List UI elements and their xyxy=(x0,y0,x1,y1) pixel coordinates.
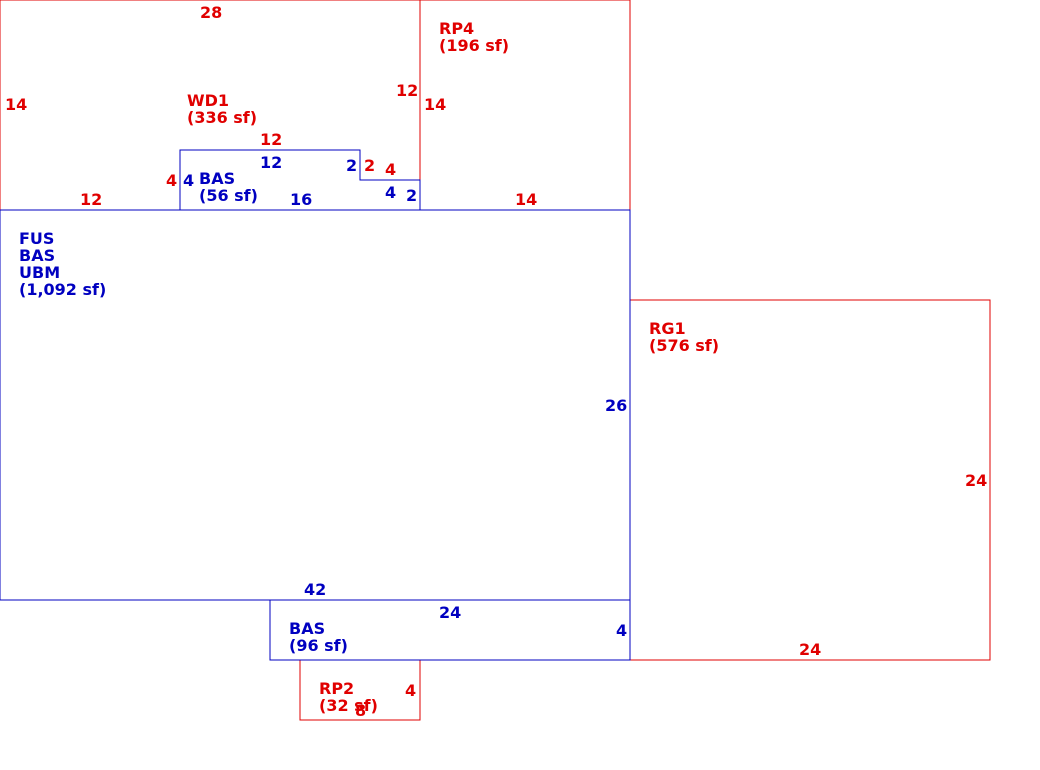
rp4-bottom-dim: 14 xyxy=(515,190,537,209)
wd1-step-right-dim: 2 xyxy=(364,156,375,175)
wd1-step-left-dim: 4 xyxy=(166,171,177,190)
rp4-left-dim: 14 xyxy=(424,95,446,114)
bas-small-right-dim: 2 xyxy=(406,186,417,205)
bas-small-area: (56 sf) xyxy=(199,186,258,205)
rp2-code: RP2 xyxy=(319,679,354,698)
main-bottom-dim: 42 xyxy=(304,580,326,599)
rg1-area: (576 sf) xyxy=(649,336,719,355)
main-area: (1,092 sf) xyxy=(19,280,106,299)
bas-bottom-code: BAS xyxy=(289,619,325,638)
bas-small-inner-bottom-dim: 4 xyxy=(385,183,396,202)
wd1-bottom-left-dim: 12 xyxy=(80,190,102,209)
main-line3: UBM xyxy=(19,263,60,282)
bas-small-code: BAS xyxy=(199,169,235,188)
bas-small-step-dim: 2 xyxy=(346,156,357,175)
main-line2: BAS xyxy=(19,246,55,265)
rg1-right-dim: 24 xyxy=(965,471,987,490)
wd1-step-top-dim: 12 xyxy=(260,130,282,149)
main-right-dim: 26 xyxy=(605,396,627,415)
bas-small-top-dim: 12 xyxy=(260,153,282,172)
rp2-right-dim: 4 xyxy=(405,681,416,700)
wd1-right-dim: 12 xyxy=(396,81,418,100)
main-line1: FUS xyxy=(19,229,54,248)
rg1-bottom-dim: 24 xyxy=(799,640,821,659)
wd1-code: WD1 xyxy=(187,91,229,110)
rp2-bottom-dim: 8 xyxy=(355,701,366,720)
wd1-step-bottom-dim: 4 xyxy=(385,160,396,179)
bas-small-bottom-dim: 16 xyxy=(290,190,312,209)
bas-bottom-top-dim: 24 xyxy=(439,603,461,622)
main-floor-outline xyxy=(0,209,631,601)
rp2-area: (32 sf) xyxy=(319,696,378,715)
bas-small-left-dim: 4 xyxy=(183,171,194,190)
wd1-top-dim: 28 xyxy=(200,3,222,22)
rg1-code: RG1 xyxy=(649,319,686,338)
bas-bottom-outline xyxy=(269,599,631,661)
rp4-area: (196 sf) xyxy=(439,36,509,55)
rp4-code: RP4 xyxy=(439,19,474,38)
bas-bottom-right-dim: 4 xyxy=(616,621,627,640)
wd1-area: (336 sf) xyxy=(187,108,257,127)
bas-bottom-area: (96 sf) xyxy=(289,636,348,655)
wd1-left-dim: 14 xyxy=(5,95,27,114)
